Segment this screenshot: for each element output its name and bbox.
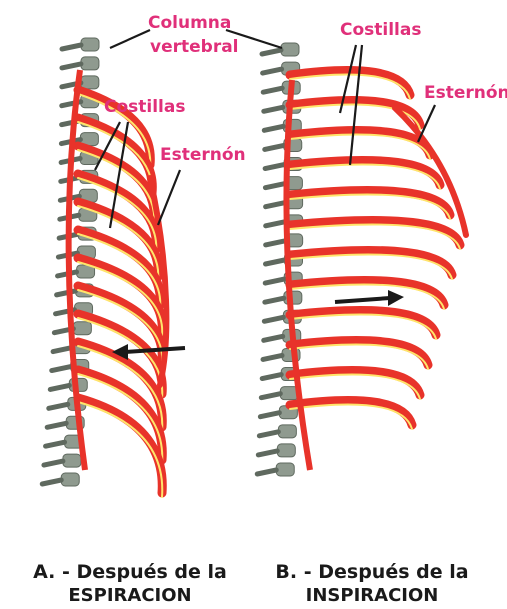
spine-inspiration-process — [265, 260, 284, 264]
label-ribs-right: Costillas — [340, 20, 421, 40]
label-sternum-right: Esternón — [424, 83, 507, 103]
spine-expiration-process — [53, 348, 72, 352]
spine-expiration-process — [44, 461, 63, 465]
spine-inspiration-process — [265, 145, 284, 149]
spine-inspiration-process — [260, 413, 279, 417]
spine-expiration-vertebra — [63, 454, 81, 467]
spine-expiration-process — [62, 64, 81, 68]
spine-expiration-vertebra — [81, 57, 99, 70]
caption-inspiration: B. - Después de la INSPIRACION — [262, 560, 482, 608]
spine-inspiration-process — [259, 432, 278, 436]
arrow-outward — [335, 298, 390, 302]
spine-expiration-process — [57, 291, 76, 295]
spine-inspiration-process — [263, 355, 282, 359]
spine-inspiration-process — [266, 241, 285, 245]
caption-expiration: A. - Después de la ESPIRACION — [20, 560, 240, 608]
spine-expiration-process — [42, 480, 61, 484]
spine-expiration-process — [49, 404, 68, 408]
caption-inspiration-line2: INSPIRACION — [262, 584, 482, 608]
spine-inspiration-process — [264, 317, 283, 321]
label-column-line2: vertebral — [150, 37, 239, 57]
spine-expiration-vertebra — [73, 322, 91, 335]
spine-inspiration-process — [265, 298, 284, 302]
spine-inspiration-vertebra — [278, 425, 296, 438]
spine-inspiration-process — [262, 50, 281, 54]
spine-inspiration-vertebra — [277, 444, 295, 457]
spine-inspiration-process — [258, 451, 277, 455]
spine-inspiration-process — [265, 279, 284, 283]
label-ribs-left: Costillas — [104, 97, 185, 117]
spine-inspiration-vertebra — [276, 463, 294, 476]
spine-expiration-vertebra — [81, 76, 99, 89]
spine-inspiration-process — [263, 88, 282, 92]
spine-inspiration-vertebra — [281, 43, 299, 56]
spine-inspiration-process — [257, 470, 276, 474]
spine-inspiration-process — [265, 184, 284, 188]
spine-inspiration-process — [266, 222, 285, 226]
spine-expiration-process — [62, 45, 81, 49]
spine-expiration-vertebra — [81, 38, 99, 51]
spine-inspiration-process — [261, 394, 280, 398]
spine-expiration-process — [52, 367, 71, 371]
spine-inspiration-process — [265, 165, 284, 169]
label-sternum-left: Esternón — [160, 145, 246, 165]
spine-inspiration-process — [264, 107, 283, 111]
arrow-outward-head — [388, 290, 404, 306]
ribs-inspiration — [286, 71, 460, 471]
caption-inspiration-line1: B. - Después de la — [275, 561, 468, 583]
spine-expiration-process — [47, 423, 66, 427]
pointer-column-left — [110, 30, 150, 48]
label-column-line1: Columna — [148, 13, 231, 33]
spine-inspiration-process — [264, 126, 283, 130]
pointer-sternum-left — [158, 170, 180, 225]
spine-inspiration-process — [266, 203, 285, 207]
spine-inspiration-process — [262, 375, 281, 379]
spine-expiration-process — [46, 442, 65, 446]
caption-expiration-line1: A. - Después de la — [33, 561, 227, 583]
spine-expiration-process — [50, 385, 69, 389]
caption-expiration-line2: ESPIRACION — [20, 584, 240, 608]
arrow-inward — [125, 348, 185, 352]
spine-expiration-vertebra — [61, 473, 79, 486]
spine-inspiration-process — [264, 336, 283, 340]
spine-inspiration-process — [263, 69, 282, 73]
